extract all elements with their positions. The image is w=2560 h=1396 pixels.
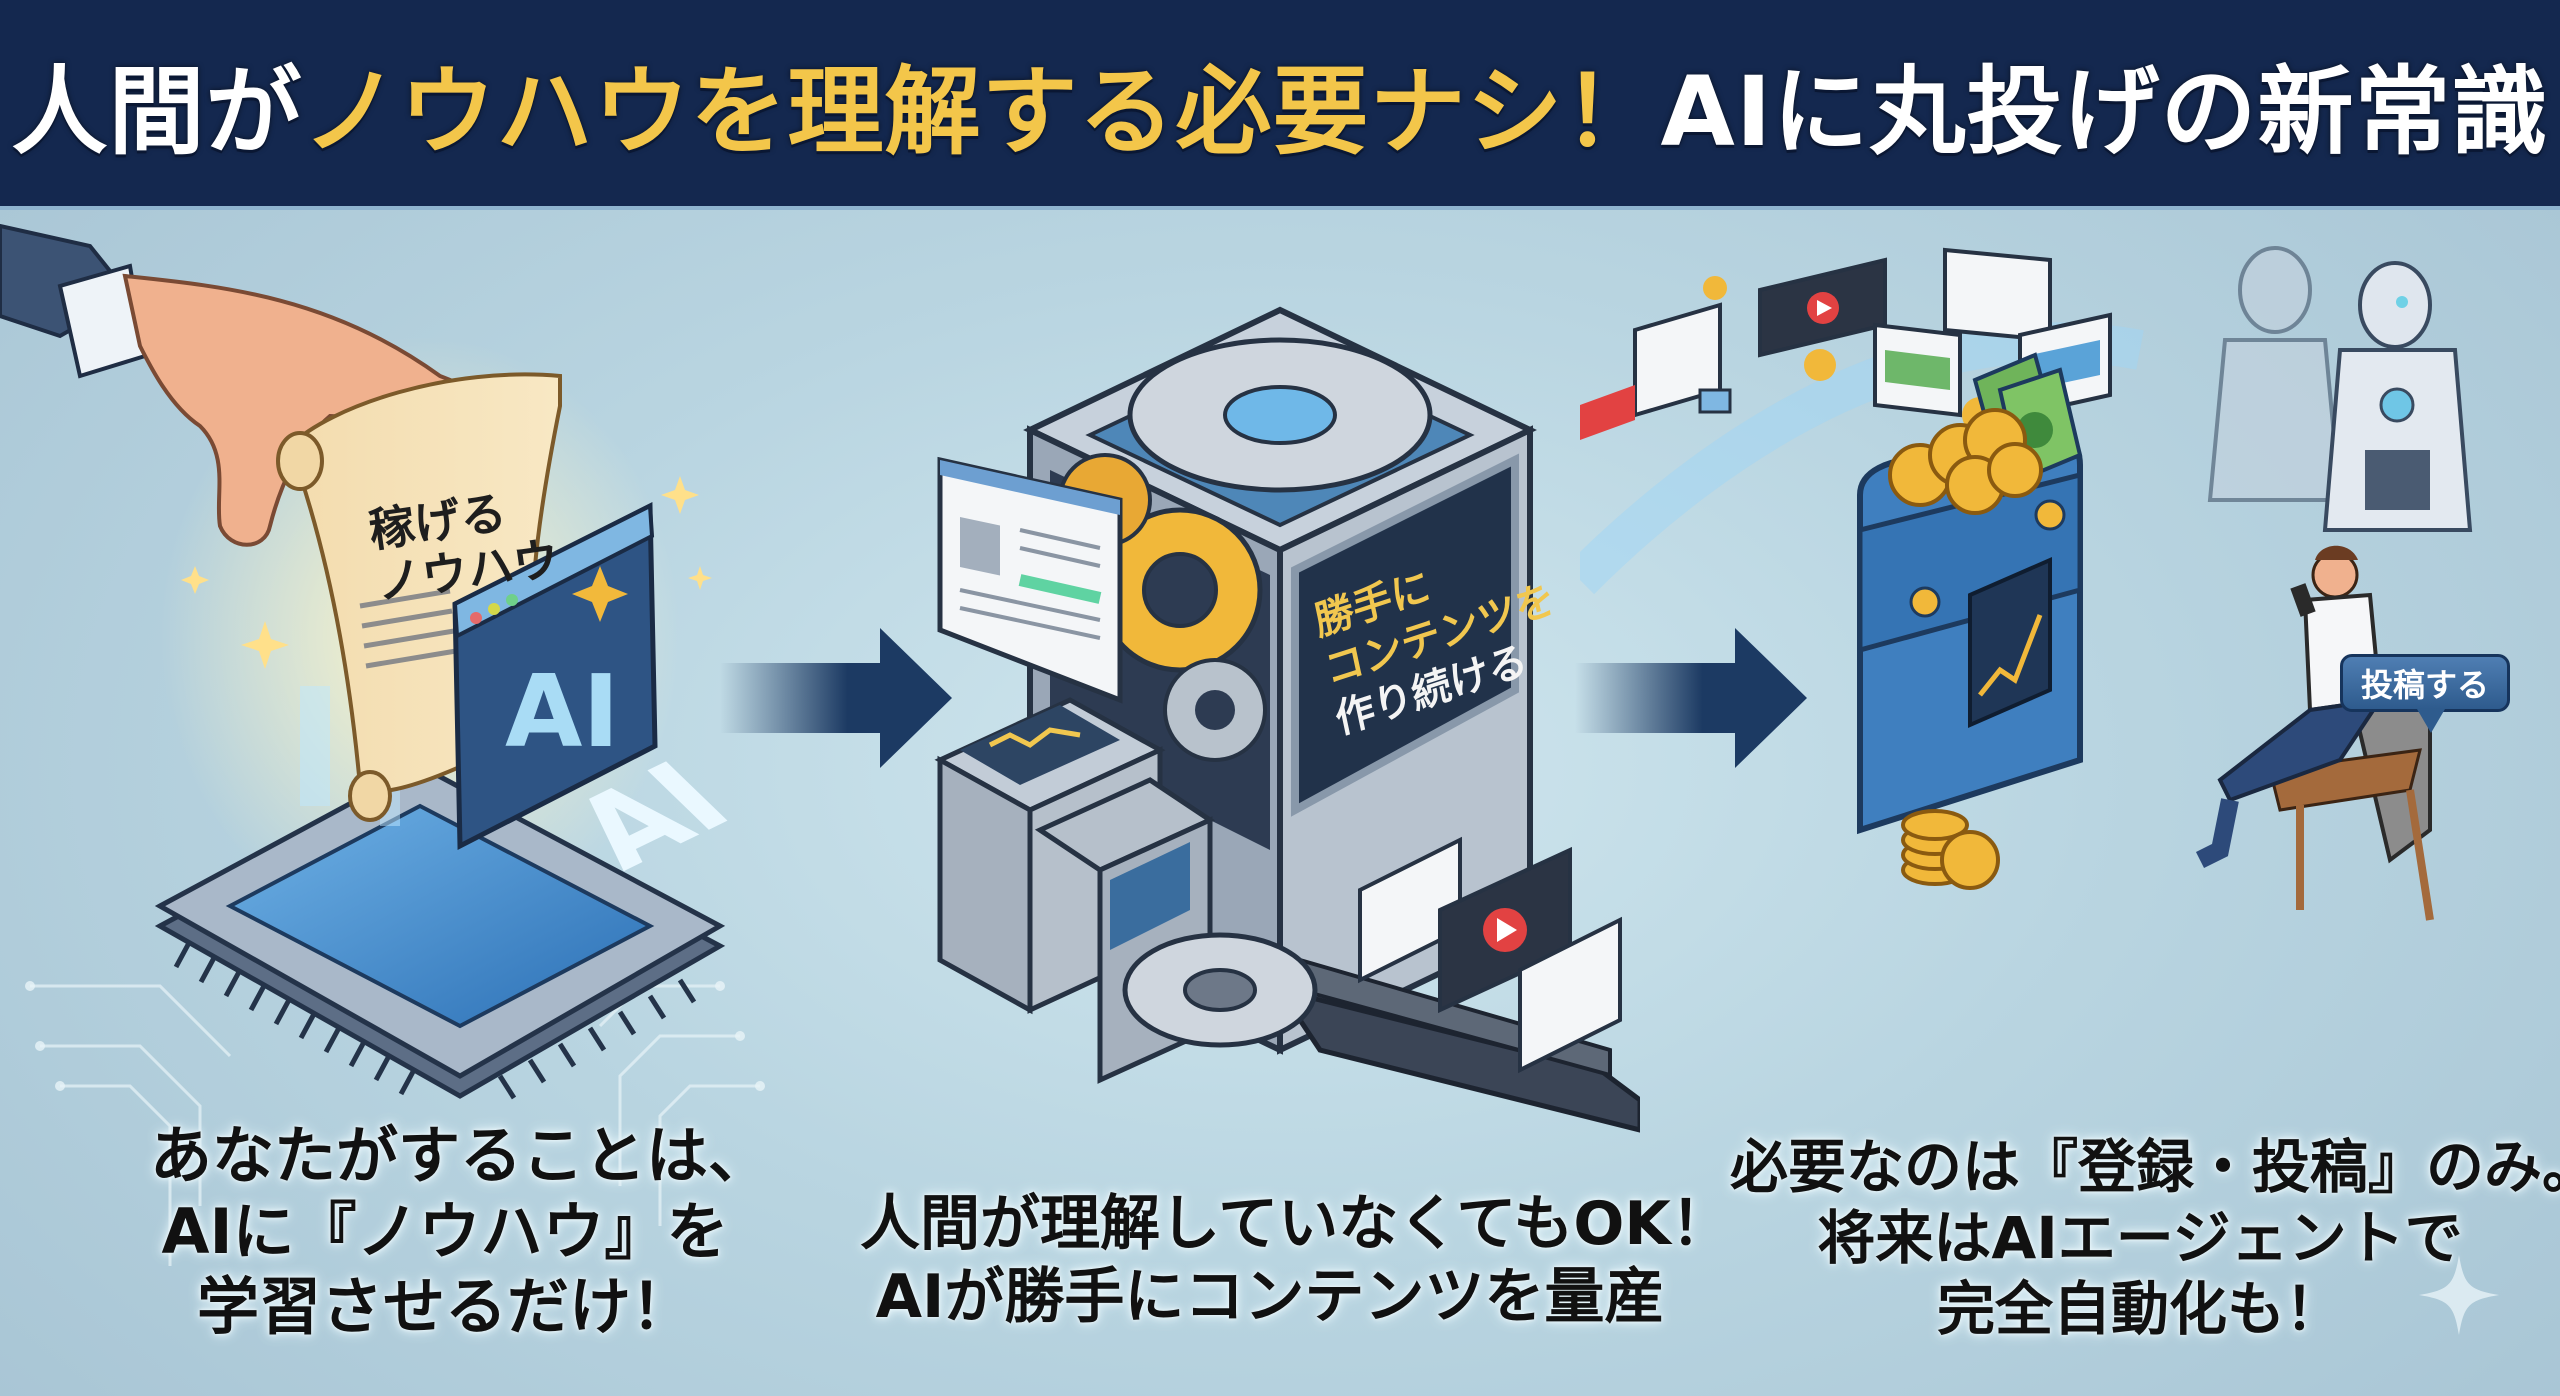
step2-caption-line-1: 人間が理解していなくてもOK！ <box>860 1189 1731 1259</box>
step1-caption-line-2: AIに『ノウハウ』を <box>161 1194 729 1268</box>
sparkle-icons <box>181 476 712 669</box>
step1-caption-line-3: 学習させるだけ！ <box>196 1270 693 1344</box>
title-part-1: 人間が <box>11 55 303 168</box>
header-banner: 人間がノウハウを理解する必要ナシ！AIに丸投げの新常識 <box>0 0 2560 210</box>
coin-icons <box>1888 408 2043 890</box>
hand-icon <box>0 223 511 547</box>
robot-icon <box>2207 246 2343 502</box>
step1-illustration: AI <box>0 223 757 1100</box>
step3-illustration <box>1580 246 2473 921</box>
mail-icon <box>1698 388 1732 414</box>
step2-caption: 人間が理解していなくてもOK！ AIが勝手にコンテンツを量産 <box>860 1188 1731 1334</box>
smartphone-icon <box>2290 583 2316 617</box>
web-page-icon <box>1943 247 2052 343</box>
gear-icon-bottom <box>1122 932 1318 1048</box>
step2-caption-line-2: AIが勝手にコンテンツを量産 <box>875 1262 1665 1333</box>
title-part-2-highlight: ノウハウを理解する必要ナシ！ <box>302 55 1661 168</box>
step3-caption: 必要なのは『登録・投稿』のみ。 将来はAIエージェントで 完全自動化も！ <box>1730 1132 2560 1344</box>
step2-illustration <box>934 306 1640 1133</box>
step1-caption-line-1: あなたがすることは、 <box>150 1119 771 1192</box>
page-title: 人間がノウハウを理解する必要ナシ！AIに丸投げの新常識 <box>11 34 2548 173</box>
step3-caption-line-3: 完全自動化も！ <box>1936 1274 2343 1343</box>
step3-caption-line-2: 将来はAIエージェントで <box>1817 1203 2463 1272</box>
ai-window-label: AI <box>505 653 620 770</box>
floating-content <box>1580 247 2112 440</box>
coin-icon <box>1703 276 1727 300</box>
title-part-3: AIに丸投げの新常識 <box>1660 55 2549 168</box>
web-page-icon <box>937 456 1123 704</box>
speech-bubble-post: 投稿する <box>2340 654 2511 733</box>
video-icon <box>1580 385 1635 440</box>
robot-icon <box>2322 261 2473 532</box>
person-on-chair-icon <box>2195 545 2434 921</box>
chart-monitor-icon <box>988 727 1081 748</box>
circuit-lines-background <box>25 924 765 1266</box>
step3-caption-line-1: 必要なのは『登録・投稿』のみ。 <box>1730 1133 2560 1201</box>
ai-chip-icon: AI <box>154 741 757 1100</box>
sparkle-icon <box>572 566 628 622</box>
coin-icon <box>1804 349 1836 381</box>
sparkle-watermark-icon <box>2419 1255 2499 1335</box>
arrow-step2-to-step3 <box>1575 628 1807 768</box>
arrow-step1-to-step2 <box>720 628 952 768</box>
machine-sign-panel <box>1291 453 1519 817</box>
gear-icon <box>1127 337 1433 493</box>
conveyor-items <box>1358 836 1622 1074</box>
step1-caption: あなたがすることは、 AIに『ノウハウ』を 学習させるだけ！ <box>150 1118 771 1345</box>
ai-window-icon: AI <box>452 501 658 851</box>
